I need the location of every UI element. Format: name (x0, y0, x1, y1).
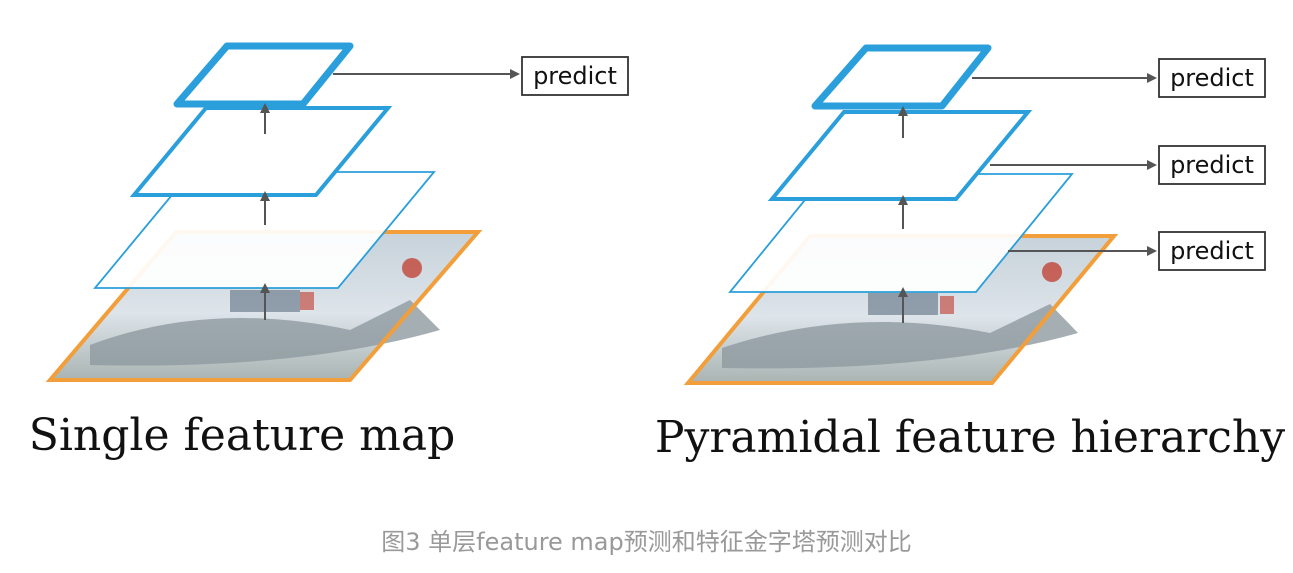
predict-label: predict (1170, 151, 1254, 179)
feature-map-level-1 (93, 171, 436, 289)
feature-map-level-2 (767, 110, 1033, 201)
feature-map-level-1 (728, 173, 1074, 293)
panel-title-left: Single feature map (29, 410, 456, 461)
predict-label: predict (533, 62, 617, 90)
predict-box: predict (521, 56, 629, 96)
predict-label: predict (1170, 64, 1254, 92)
right-panel: predict predict predict Pyramidal featur… (655, 44, 1285, 463)
figure-caption: 图3 单层feature map预测和特征金字塔预测对比 (381, 528, 912, 556)
left-panel: predict Single feature map (29, 42, 629, 461)
feature-map-level-3 (173, 42, 354, 108)
predict-label: predict (1170, 237, 1254, 265)
diagram: predict Single feature map predict (29, 42, 1285, 463)
feature-map-level-2 (129, 106, 393, 197)
predict-box: predict (1158, 231, 1266, 271)
predict-box: predict (1158, 145, 1266, 185)
feature-map-level-3 (811, 44, 992, 110)
predict-box: predict (1158, 58, 1266, 98)
panel-title-right: Pyramidal feature hierarchy (655, 412, 1285, 463)
